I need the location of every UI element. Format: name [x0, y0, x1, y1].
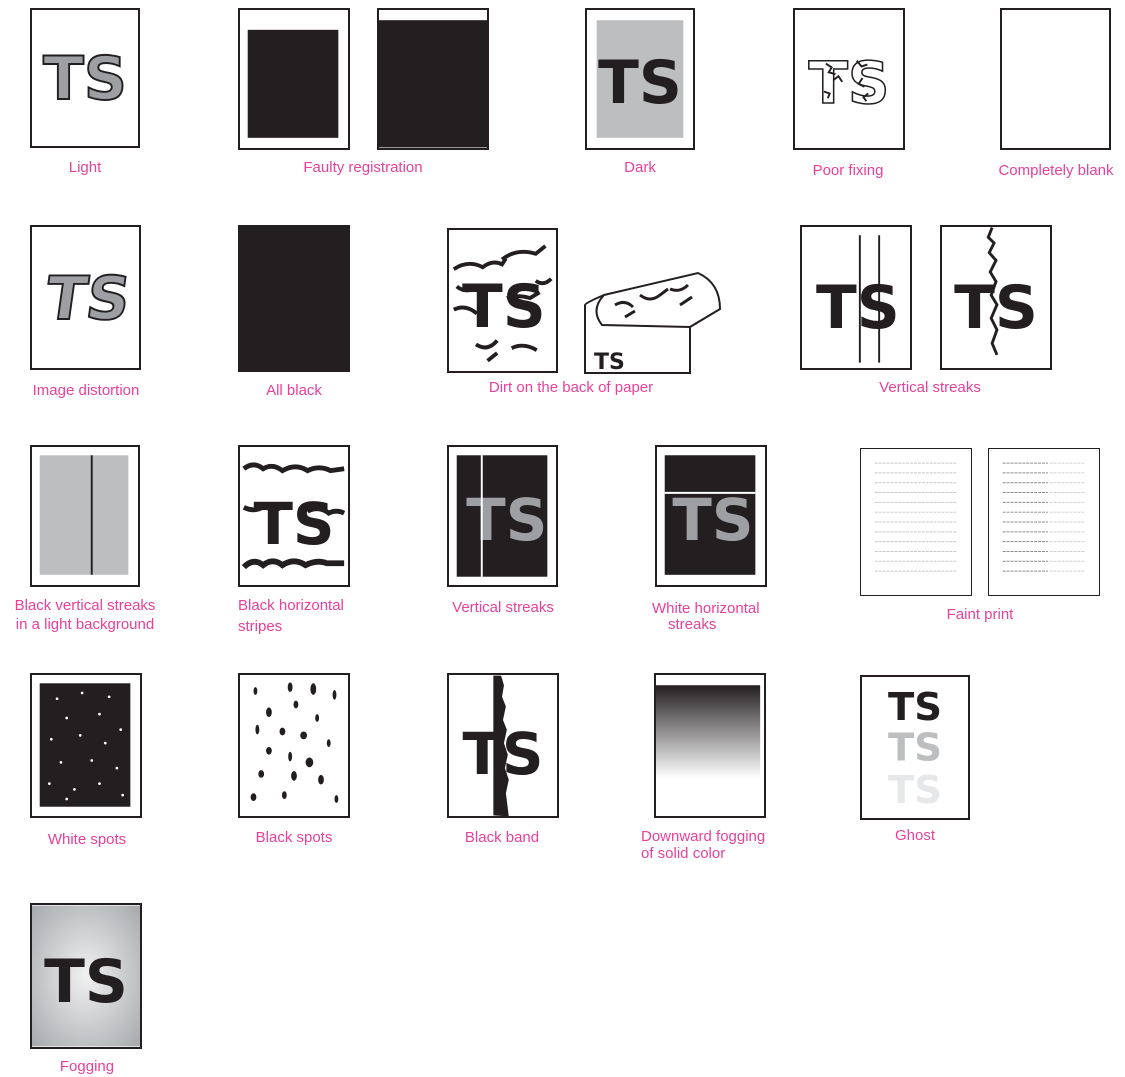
light-sample-page: TS [30, 8, 140, 148]
dirt-back-page-front: TS [447, 228, 558, 373]
image-distortion-label: Image distortion [33, 383, 140, 399]
dark-ts-text: TS [598, 49, 682, 118]
poor-fixing-label: Poor fixing [813, 163, 884, 179]
black-band-page: TS [447, 673, 559, 818]
faint-lines-1 [861, 449, 971, 595]
white-horizontal-streaks-label-2: streaks [668, 617, 716, 633]
black-vertical-streak-page [30, 445, 140, 587]
faint-lines-2 [989, 449, 1099, 595]
faulty-registration-label: Faulty registration [303, 160, 422, 176]
fogging-page: TS [30, 903, 142, 1049]
dirt-ts-text: TS [462, 273, 546, 342]
black-horizontal-stripes-label-2: stripes [238, 619, 282, 635]
downward-fogging-page [654, 673, 766, 818]
dark-label: Dark [624, 160, 656, 176]
fogging-ts-text: TS [44, 948, 128, 1017]
ghost-label: Ghost [895, 828, 935, 844]
completely-blank-page [1000, 8, 1111, 150]
dirt-back-page-curled: TS [580, 265, 730, 375]
ghost-ts-2: TS [888, 726, 942, 771]
whstreak-ts-text: TS [672, 486, 753, 554]
black-vertical-streaks-label-2: in a light background [16, 617, 154, 633]
white-horizontal-streaks-page: TS [655, 445, 767, 587]
black-spots-label: Black spots [256, 830, 333, 846]
poor-fixing-ts-text: TS [808, 49, 889, 117]
vertical-streaks-page-1: TS [800, 225, 912, 370]
vertical-streaks-top-label: Vertical streaks [879, 380, 981, 396]
ghost-ts-3: TS [888, 768, 942, 813]
white-spots-page [30, 673, 142, 818]
light-ts-text: TS [43, 45, 127, 114]
vertical-streaks-page-2: TS [940, 225, 1052, 370]
completely-blank-label: Completely blank [998, 163, 1113, 179]
poor-fixing-page: TS [793, 8, 905, 150]
faint-print-label: Faint print [947, 607, 1014, 623]
black-horizontal-stripes-label-1: Black horizontal [238, 598, 344, 614]
vertical-streaks-dark-page: TS [447, 445, 558, 587]
light-label: Light [69, 160, 102, 176]
all-black-page [238, 225, 350, 372]
fogging-label: Fogging [60, 1059, 114, 1075]
dirt-back-ts-small: TS [594, 350, 625, 375]
vstreak-dark-ts-text: TS [466, 486, 547, 554]
white-spots-label: White spots [48, 832, 126, 848]
black-horizontal-stripes-page: TS [238, 445, 350, 587]
ghost-page: TS TS TS [860, 675, 970, 820]
dark-sample-page: TS [585, 8, 695, 150]
hstripe-ts-text: TS [253, 490, 334, 558]
vstreak1-ts-text: TS [816, 274, 900, 343]
ghost-ts-1: TS [888, 685, 942, 730]
black-vertical-streaks-label-1: Black vertical streaks [15, 598, 156, 614]
downward-fogging-label-1: Downward fogging [641, 829, 765, 845]
faint-print-page-2 [988, 448, 1100, 596]
black-spots-page [238, 673, 350, 818]
white-horizontal-streaks-label-1: White horizontal [652, 601, 760, 617]
all-black-label: All black [266, 383, 322, 399]
faulty-registration-page-1 [238, 8, 350, 150]
distortion-ts-text: TS [41, 264, 135, 334]
faint-print-page-1 [860, 448, 972, 596]
image-distortion-page: TS [30, 225, 141, 370]
black-band-label: Black band [465, 830, 539, 846]
downward-fogging-label-2: of solid color [641, 846, 725, 862]
faulty-registration-page-2 [377, 8, 489, 150]
dirt-back-label: Dirt on the back of paper [489, 380, 653, 396]
vertical-streaks-mid-label: Vertical streaks [452, 600, 554, 616]
